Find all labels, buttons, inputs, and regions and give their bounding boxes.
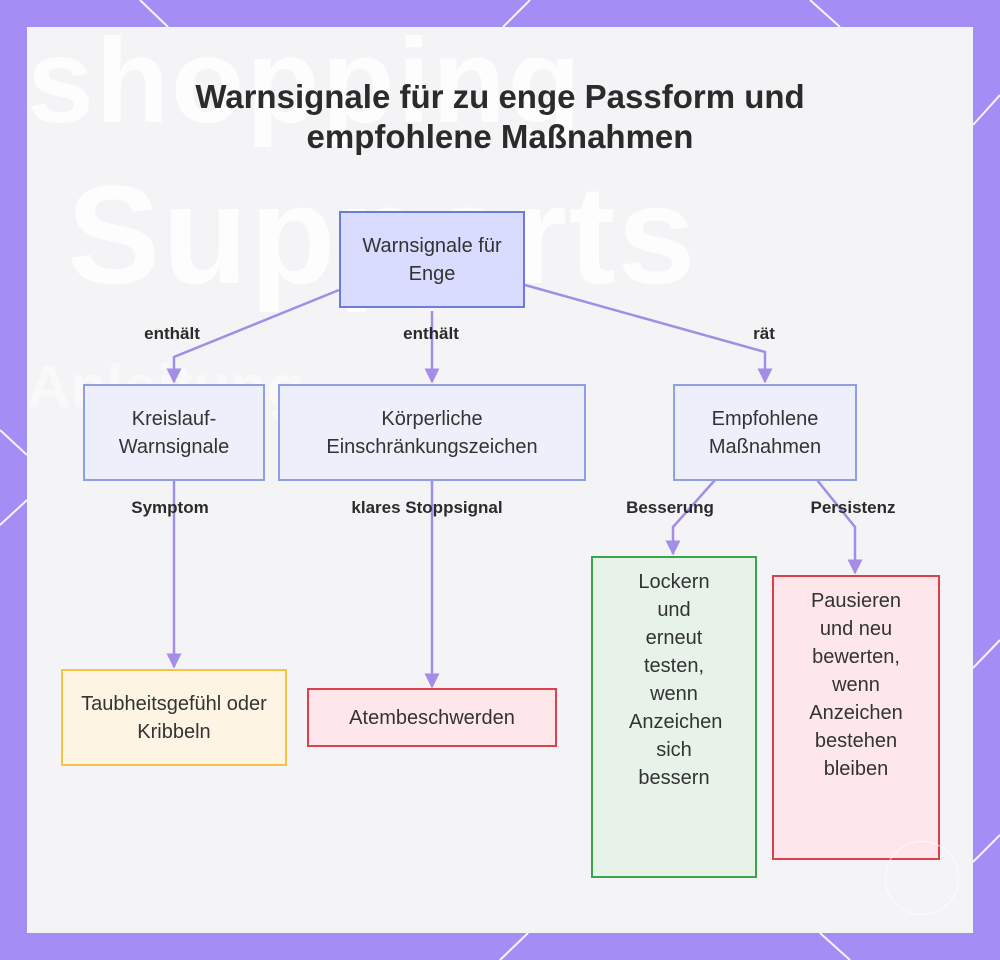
edge-label-advises: rät <box>753 324 775 343</box>
edge-measures-loosen <box>665 479 716 556</box>
edge-root-measures <box>524 283 773 384</box>
node-label: Taubheitsgefühl oder Kribbeln <box>81 692 267 743</box>
node-label: Körperliche Einschränkungszeichen <box>326 407 538 458</box>
edge-label-contains: enthält <box>144 324 200 343</box>
title-line: empfohlene Maßnahmen <box>306 118 694 155</box>
node-pause-reassess: Pausieren und neu bewerten, wenn Anzeich… <box>772 575 940 860</box>
node-label: Atembeschwerden <box>349 706 515 729</box>
edge-layer <box>166 283 863 689</box>
node-recommended-measures: Empfohlene Maßnahmen <box>673 384 857 481</box>
edge-label-symptom: Symptom <box>131 498 209 517</box>
edge-label-persistence: Persistenz <box>810 498 896 517</box>
title-line: Warnsignale für zu enge Passform und <box>195 78 805 115</box>
node-label: Pausieren und neu bewerten, wenn Anzeich… <box>809 590 903 780</box>
node-numbness: Taubheitsgefühl oder Kribbeln <box>61 669 287 766</box>
logo-badge-icon <box>885 841 959 915</box>
node-label: Warnsignale für Enge <box>362 234 502 285</box>
edge-label-contains: enthält <box>403 324 459 343</box>
node-physical-signs: Körperliche Einschränkungszeichen <box>278 384 586 481</box>
node-label: Lockern und erneut testen, wenn Anzeiche… <box>629 571 723 789</box>
edge-label-improvement: Besserung <box>626 498 714 517</box>
node-label: Empfohlene Maßnahmen <box>708 407 822 458</box>
node-circulation-signs: Kreislauf-Warnsignale <box>83 384 265 481</box>
edge-root-circulation <box>166 288 340 384</box>
page-title: Warnsignale für zu enge Passform und emp… <box>27 77 973 157</box>
diagram-panel: shopping Supports Anleitung Warnsignale … <box>27 27 973 933</box>
edge-label-stop-signal: klares Stoppsignal <box>351 498 503 517</box>
node-breathing-difficulty: Atembeschwerden <box>307 688 557 747</box>
node-loosen-retest: Lockern und erneut testen, wenn Anzeiche… <box>591 556 757 878</box>
node-warning-signs: Warnsignale für Enge <box>339 211 525 308</box>
watermark-text: shopping <box>27 27 583 148</box>
edge-measures-pause <box>816 479 863 575</box>
node-label: Kreislauf-Warnsignale <box>118 407 230 458</box>
